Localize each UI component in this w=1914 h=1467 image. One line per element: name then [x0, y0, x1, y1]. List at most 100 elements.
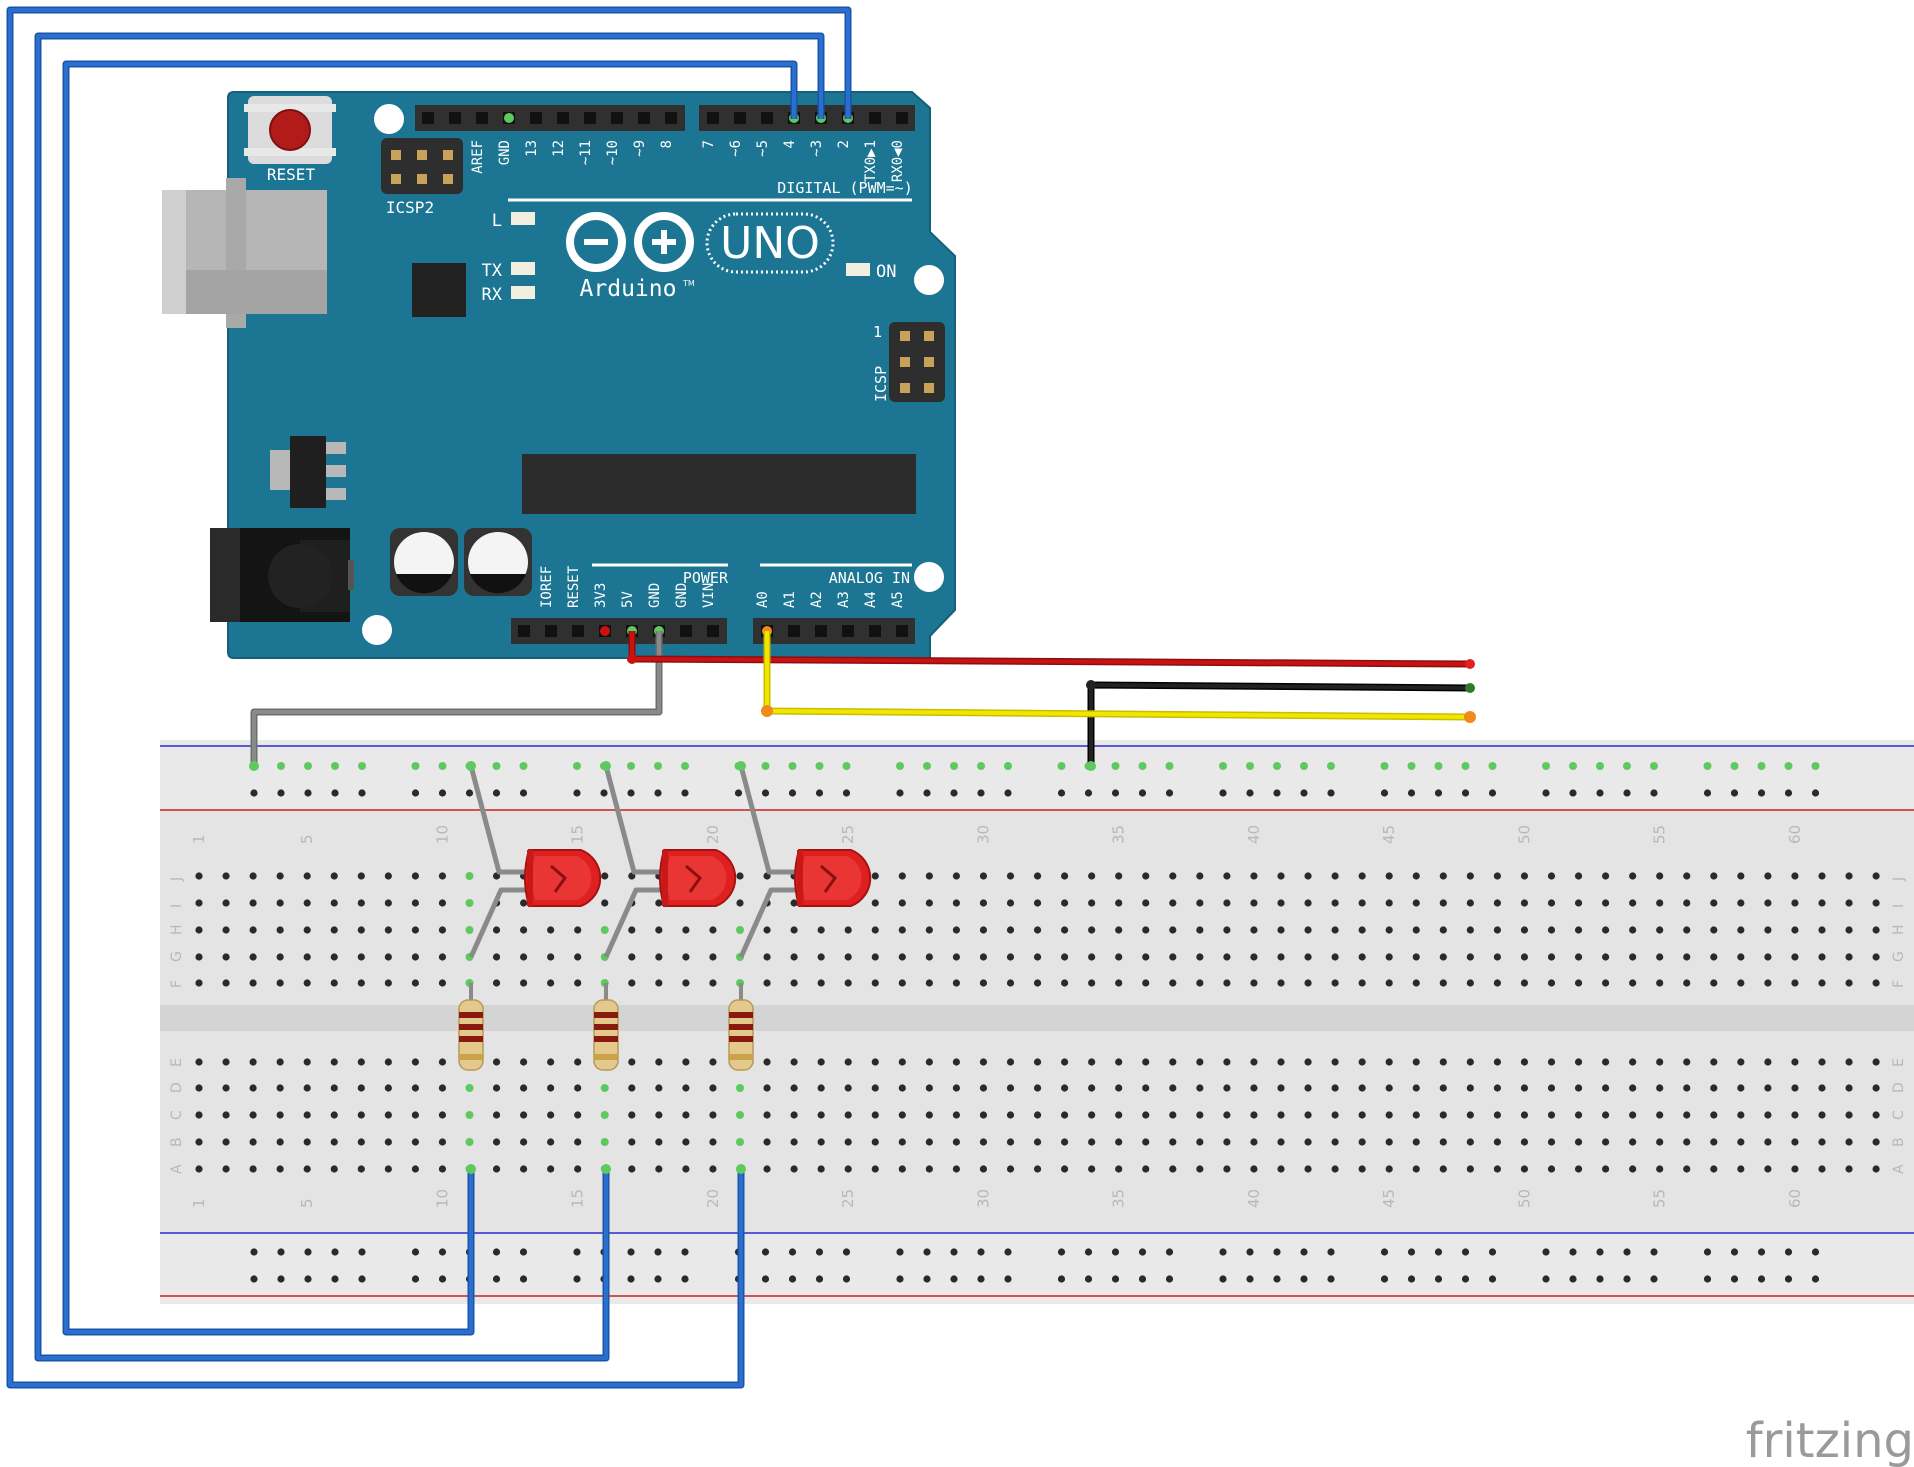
- breadboard-hole[interactable]: [195, 953, 203, 961]
- rail-hole[interactable]: [1246, 1275, 1254, 1283]
- breadboard-hole[interactable]: [1547, 1084, 1556, 1092]
- breadboard-hole[interactable]: [1520, 979, 1529, 987]
- breadboard-hole[interactable]: [1277, 1138, 1285, 1146]
- breadboard-hole[interactable]: [600, 1084, 609, 1092]
- breadboard-hole[interactable]: [1493, 926, 1501, 934]
- breadboard-hole[interactable]: [1142, 1111, 1150, 1119]
- breadboard-hole[interactable]: [1358, 1165, 1366, 1173]
- rail-hole[interactable]: [358, 1248, 366, 1256]
- rail-hole[interactable]: [573, 1248, 581, 1256]
- breadboard-hole[interactable]: [1872, 899, 1880, 907]
- rail-hole[interactable]: [681, 1275, 689, 1283]
- breadboard-hole[interactable]: [330, 872, 338, 880]
- rail-hole[interactable]: [1407, 789, 1416, 797]
- breadboard-hole[interactable]: [817, 1084, 825, 1092]
- breadboard-hole[interactable]: [600, 1111, 609, 1119]
- breadboard-hole[interactable]: [357, 899, 365, 907]
- breadboard-hole[interactable]: [1656, 872, 1664, 880]
- breadboard-hole[interactable]: [222, 926, 230, 934]
- breadboard-hole[interactable]: [790, 926, 798, 934]
- breadboard-hole[interactable]: [1493, 953, 1501, 961]
- breadboard-hole[interactable]: [222, 1165, 230, 1173]
- breadboard-hole[interactable]: [1845, 1138, 1853, 1146]
- breadboard-hole[interactable]: [979, 872, 988, 880]
- breadboard-hole[interactable]: [925, 872, 933, 880]
- breadboard-hole[interactable]: [249, 1111, 257, 1119]
- breadboard-hole[interactable]: [1737, 899, 1745, 907]
- breadboard-hole[interactable]: [979, 1111, 988, 1119]
- breadboard-hole[interactable]: [1033, 979, 1042, 987]
- breadboard-hole[interactable]: [1764, 1058, 1772, 1066]
- rail-hole[interactable]: [411, 789, 420, 797]
- rail-hole[interactable]: [1650, 1248, 1658, 1256]
- rail-hole[interactable]: [1730, 1248, 1739, 1256]
- breadboard-hole[interactable]: [952, 1165, 961, 1173]
- rail-hole[interactable]: [519, 789, 528, 797]
- breadboard-hole[interactable]: [1169, 1058, 1177, 1066]
- rail-hole[interactable]: [1542, 1275, 1550, 1283]
- rail-hole[interactable]: [761, 1275, 770, 1283]
- breadboard-hole[interactable]: [1764, 926, 1772, 934]
- rail-hole[interactable]: [1380, 789, 1389, 797]
- breadboard-hole[interactable]: [1683, 1058, 1691, 1066]
- rail-hole[interactable]: [573, 789, 581, 797]
- breadboard-hole[interactable]: [303, 926, 311, 934]
- breadboard-hole[interactable]: [1466, 899, 1474, 907]
- breadboard-hole[interactable]: [1412, 1138, 1420, 1146]
- rail-hole[interactable]: [815, 1275, 824, 1283]
- rail-hole[interactable]: [1111, 762, 1120, 770]
- breadboard-hole[interactable]: [1818, 872, 1826, 880]
- header-pin[interactable]: [761, 112, 773, 124]
- breadboard-hole[interactable]: [547, 1058, 555, 1066]
- breadboard-hole[interactable]: [520, 1058, 528, 1066]
- breadboard-hole[interactable]: [357, 872, 365, 880]
- rail-hole[interactable]: [411, 1275, 420, 1283]
- rail-hole[interactable]: [600, 789, 608, 797]
- rail-hole[interactable]: [1730, 762, 1739, 770]
- breadboard-hole[interactable]: [1439, 1138, 1447, 1146]
- breadboard-hole[interactable]: [1169, 926, 1177, 934]
- breadboard-hole[interactable]: [1737, 1058, 1745, 1066]
- rail-hole[interactable]: [1380, 1275, 1389, 1283]
- breadboard-hole[interactable]: [438, 1111, 447, 1119]
- header-pin[interactable]: [611, 112, 623, 124]
- breadboard-hole[interactable]: [844, 1058, 852, 1066]
- breadboard-hole[interactable]: [1033, 872, 1042, 880]
- breadboard-hole[interactable]: [1006, 899, 1015, 907]
- breadboard-hole[interactable]: [1872, 1138, 1880, 1146]
- header-pin[interactable]: [707, 112, 719, 124]
- breadboard-hole[interactable]: [817, 1058, 825, 1066]
- breadboard-hole[interactable]: [1358, 953, 1366, 961]
- rail-hole[interactable]: [1542, 789, 1550, 797]
- breadboard-hole[interactable]: [1358, 1084, 1366, 1092]
- breadboard-hole[interactable]: [249, 1138, 257, 1146]
- rail-hole[interactable]: [1569, 789, 1577, 797]
- breadboard-hole[interactable]: [1629, 953, 1637, 961]
- breadboard-hole[interactable]: [736, 926, 744, 934]
- rail-hole[interactable]: [1057, 1275, 1066, 1283]
- breadboard-hole[interactable]: [1602, 1084, 1610, 1092]
- rail-hole[interactable]: [1434, 762, 1443, 770]
- breadboard-hole[interactable]: [1412, 953, 1420, 961]
- breadboard-hole[interactable]: [1656, 1138, 1664, 1146]
- breadboard-hole[interactable]: [1683, 953, 1691, 961]
- breadboard-hole[interactable]: [682, 1084, 690, 1092]
- rail-hole[interactable]: [681, 762, 689, 770]
- header-pin[interactable]: [518, 625, 530, 637]
- breadboard-hole[interactable]: [1169, 872, 1177, 880]
- breadboard-hole[interactable]: [898, 1138, 906, 1146]
- rail-hole[interactable]: [438, 1275, 447, 1283]
- rail-hole[interactable]: [1219, 1275, 1227, 1283]
- header-pin[interactable]: [638, 112, 650, 124]
- breadboard-hole[interactable]: [1088, 1084, 1096, 1092]
- rail-hole[interactable]: [1811, 1248, 1820, 1256]
- breadboard-hole[interactable]: [195, 872, 203, 880]
- breadboard-hole[interactable]: [1196, 1058, 1204, 1066]
- breadboard-hole[interactable]: [1115, 926, 1123, 934]
- rail-hole[interactable]: [950, 762, 958, 770]
- breadboard-hole[interactable]: [1547, 872, 1556, 880]
- breadboard-hole[interactable]: [195, 1165, 203, 1173]
- breadboard-hole[interactable]: [330, 899, 338, 907]
- rail-hole[interactable]: [1273, 762, 1281, 770]
- breadboard-hole[interactable]: [1683, 979, 1691, 987]
